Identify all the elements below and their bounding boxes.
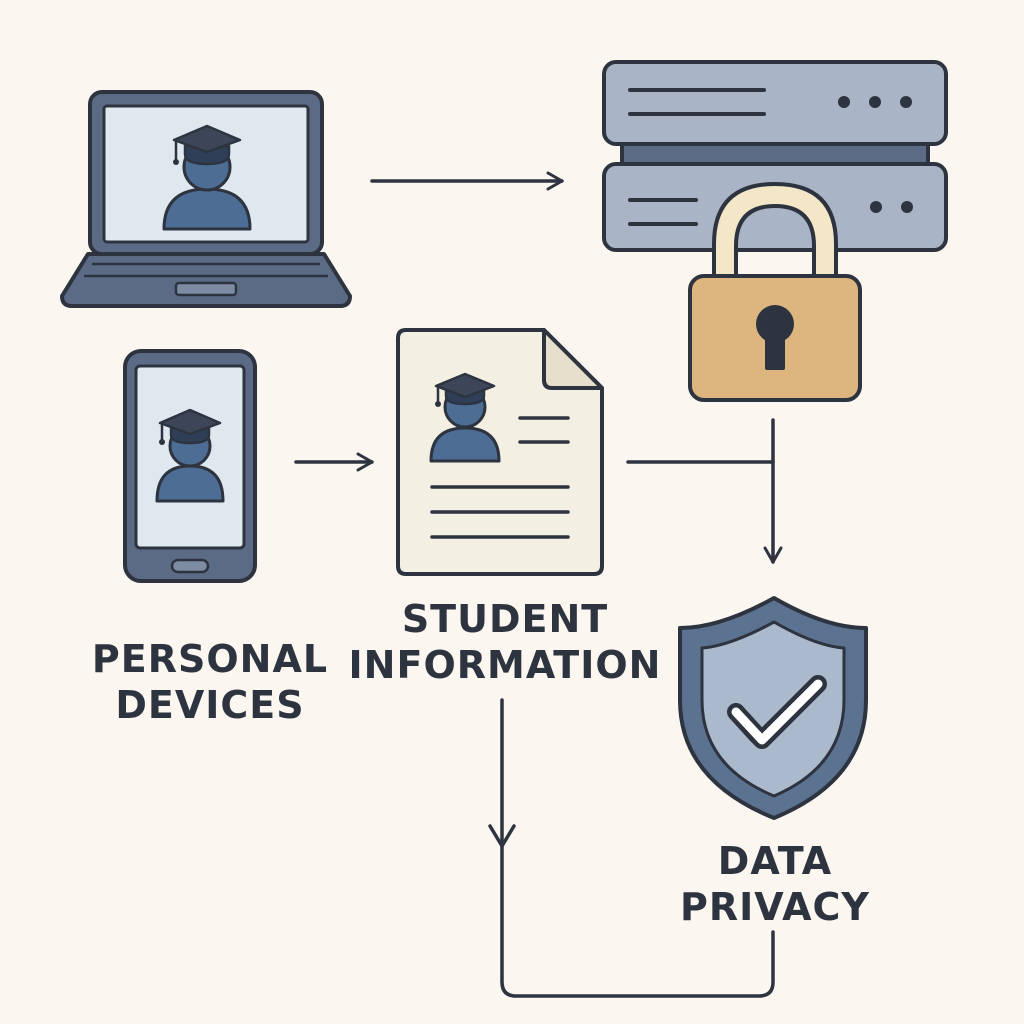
label-personal-devices: PERSONAL DEVICES	[60, 636, 360, 729]
arrow-information-loop	[500, 698, 775, 998]
padlock-icon	[688, 182, 862, 402]
label-data-privacy-line1: DATA	[717, 839, 833, 883]
label-data-privacy: DATA PRIVACY	[660, 838, 890, 931]
label-student-information-line1: STUDENT	[401, 597, 609, 641]
label-data-privacy-line2: PRIVACY	[680, 885, 870, 930]
shield-check-icon	[678, 596, 868, 820]
graduate-avatar-icon	[162, 124, 252, 231]
label-student-information: STUDENT INFORMATION	[345, 596, 665, 689]
server-icon	[602, 60, 948, 252]
label-personal-devices-line1: PERSONAL	[91, 637, 329, 681]
laptop-icon	[60, 90, 352, 308]
label-personal-devices-line2: DEVICES	[115, 683, 305, 728]
smartphone-icon	[123, 349, 257, 583]
connector-arrows	[294, 171, 783, 998]
label-student-information-line2: INFORMATION	[348, 643, 662, 688]
document-icon	[396, 328, 604, 576]
graduate-avatar-icon	[155, 408, 225, 503]
graduate-avatar-icon	[429, 372, 501, 463]
arrowhead-information-down	[488, 824, 516, 848]
